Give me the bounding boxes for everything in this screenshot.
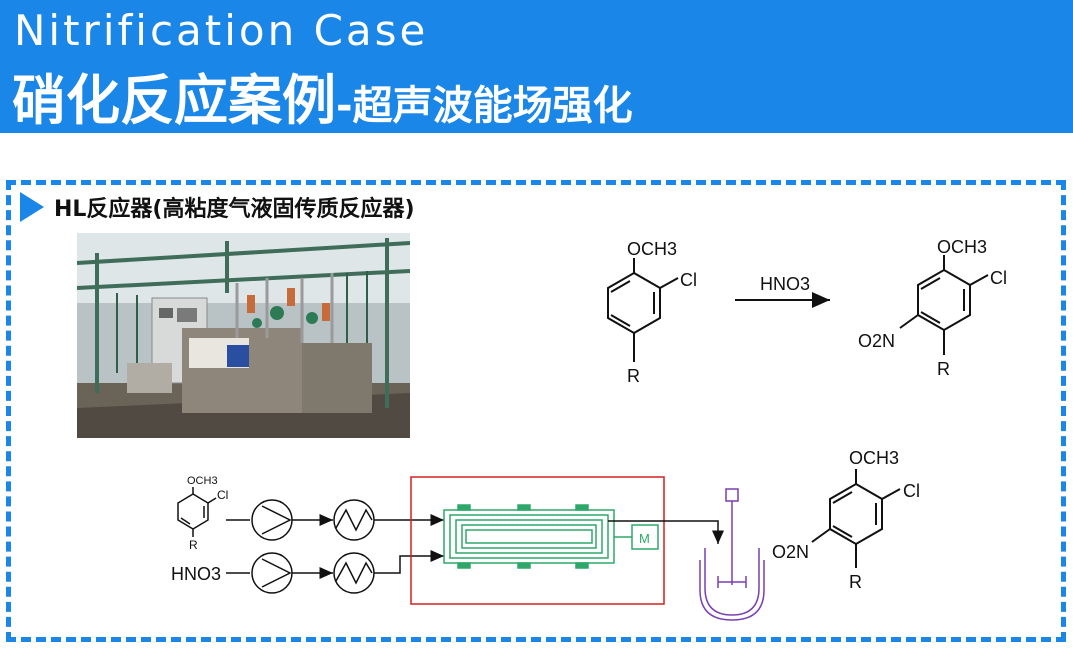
header-banner: Nitrification Case 硝化反应案例-超声波能场强化 (0, 0, 1073, 133)
feed-structure (177, 487, 217, 537)
heat-exchanger-icon (333, 499, 375, 541)
feed-hno3-label: HNO3 (171, 564, 221, 584)
product-cl-label: Cl (990, 268, 1007, 288)
title-english: Nitrification Case (14, 6, 429, 55)
reactor-boundary-box (410, 476, 665, 605)
feed-ome-label: OCH3 (187, 475, 218, 487)
title-chinese-main: 硝化反应案例 (12, 69, 336, 132)
title-chinese-sub: -超声波能场强化 (336, 83, 633, 129)
content-panel (6, 180, 1066, 642)
feed-r-label: R (189, 538, 198, 552)
output-product-structure (811, 469, 901, 568)
pump-icon (251, 552, 293, 594)
section-title: HL反应器(高粘度气液固传质反应器) (54, 197, 415, 222)
reactant-ome-label: OCH3 (627, 239, 677, 259)
hl-reactor-icon (443, 504, 659, 569)
stirred-vessel-icon (699, 488, 765, 621)
heat-exchanger-icon (333, 552, 375, 594)
reactor-photo (77, 233, 410, 438)
feed-cl-label: Cl (217, 488, 228, 502)
output-no2-label: O2N (772, 542, 809, 562)
title-chinese: 硝化反应案例-超声波能场强化 (12, 56, 633, 135)
reactant-r-label: R (627, 366, 640, 386)
output-ome-label: OCH3 (849, 448, 899, 468)
product-structure (899, 255, 989, 355)
reactant-structure (607, 258, 679, 362)
reagent-label: HNO3 (760, 274, 810, 294)
output-cl-label: Cl (903, 481, 920, 501)
triangle-bullet-icon (20, 192, 44, 222)
product-no2-label: O2N (858, 331, 895, 351)
section-heading: HL反应器(高粘度气液固传质反应器) (20, 190, 415, 224)
output-r-label: R (849, 572, 862, 592)
product-r-label: R (937, 359, 950, 379)
motor-label: M (639, 531, 650, 546)
outlet-line (608, 520, 724, 544)
reactant-cl-label: Cl (680, 270, 697, 290)
pump-icon (251, 499, 293, 541)
product-ome-label: OCH3 (937, 237, 987, 257)
